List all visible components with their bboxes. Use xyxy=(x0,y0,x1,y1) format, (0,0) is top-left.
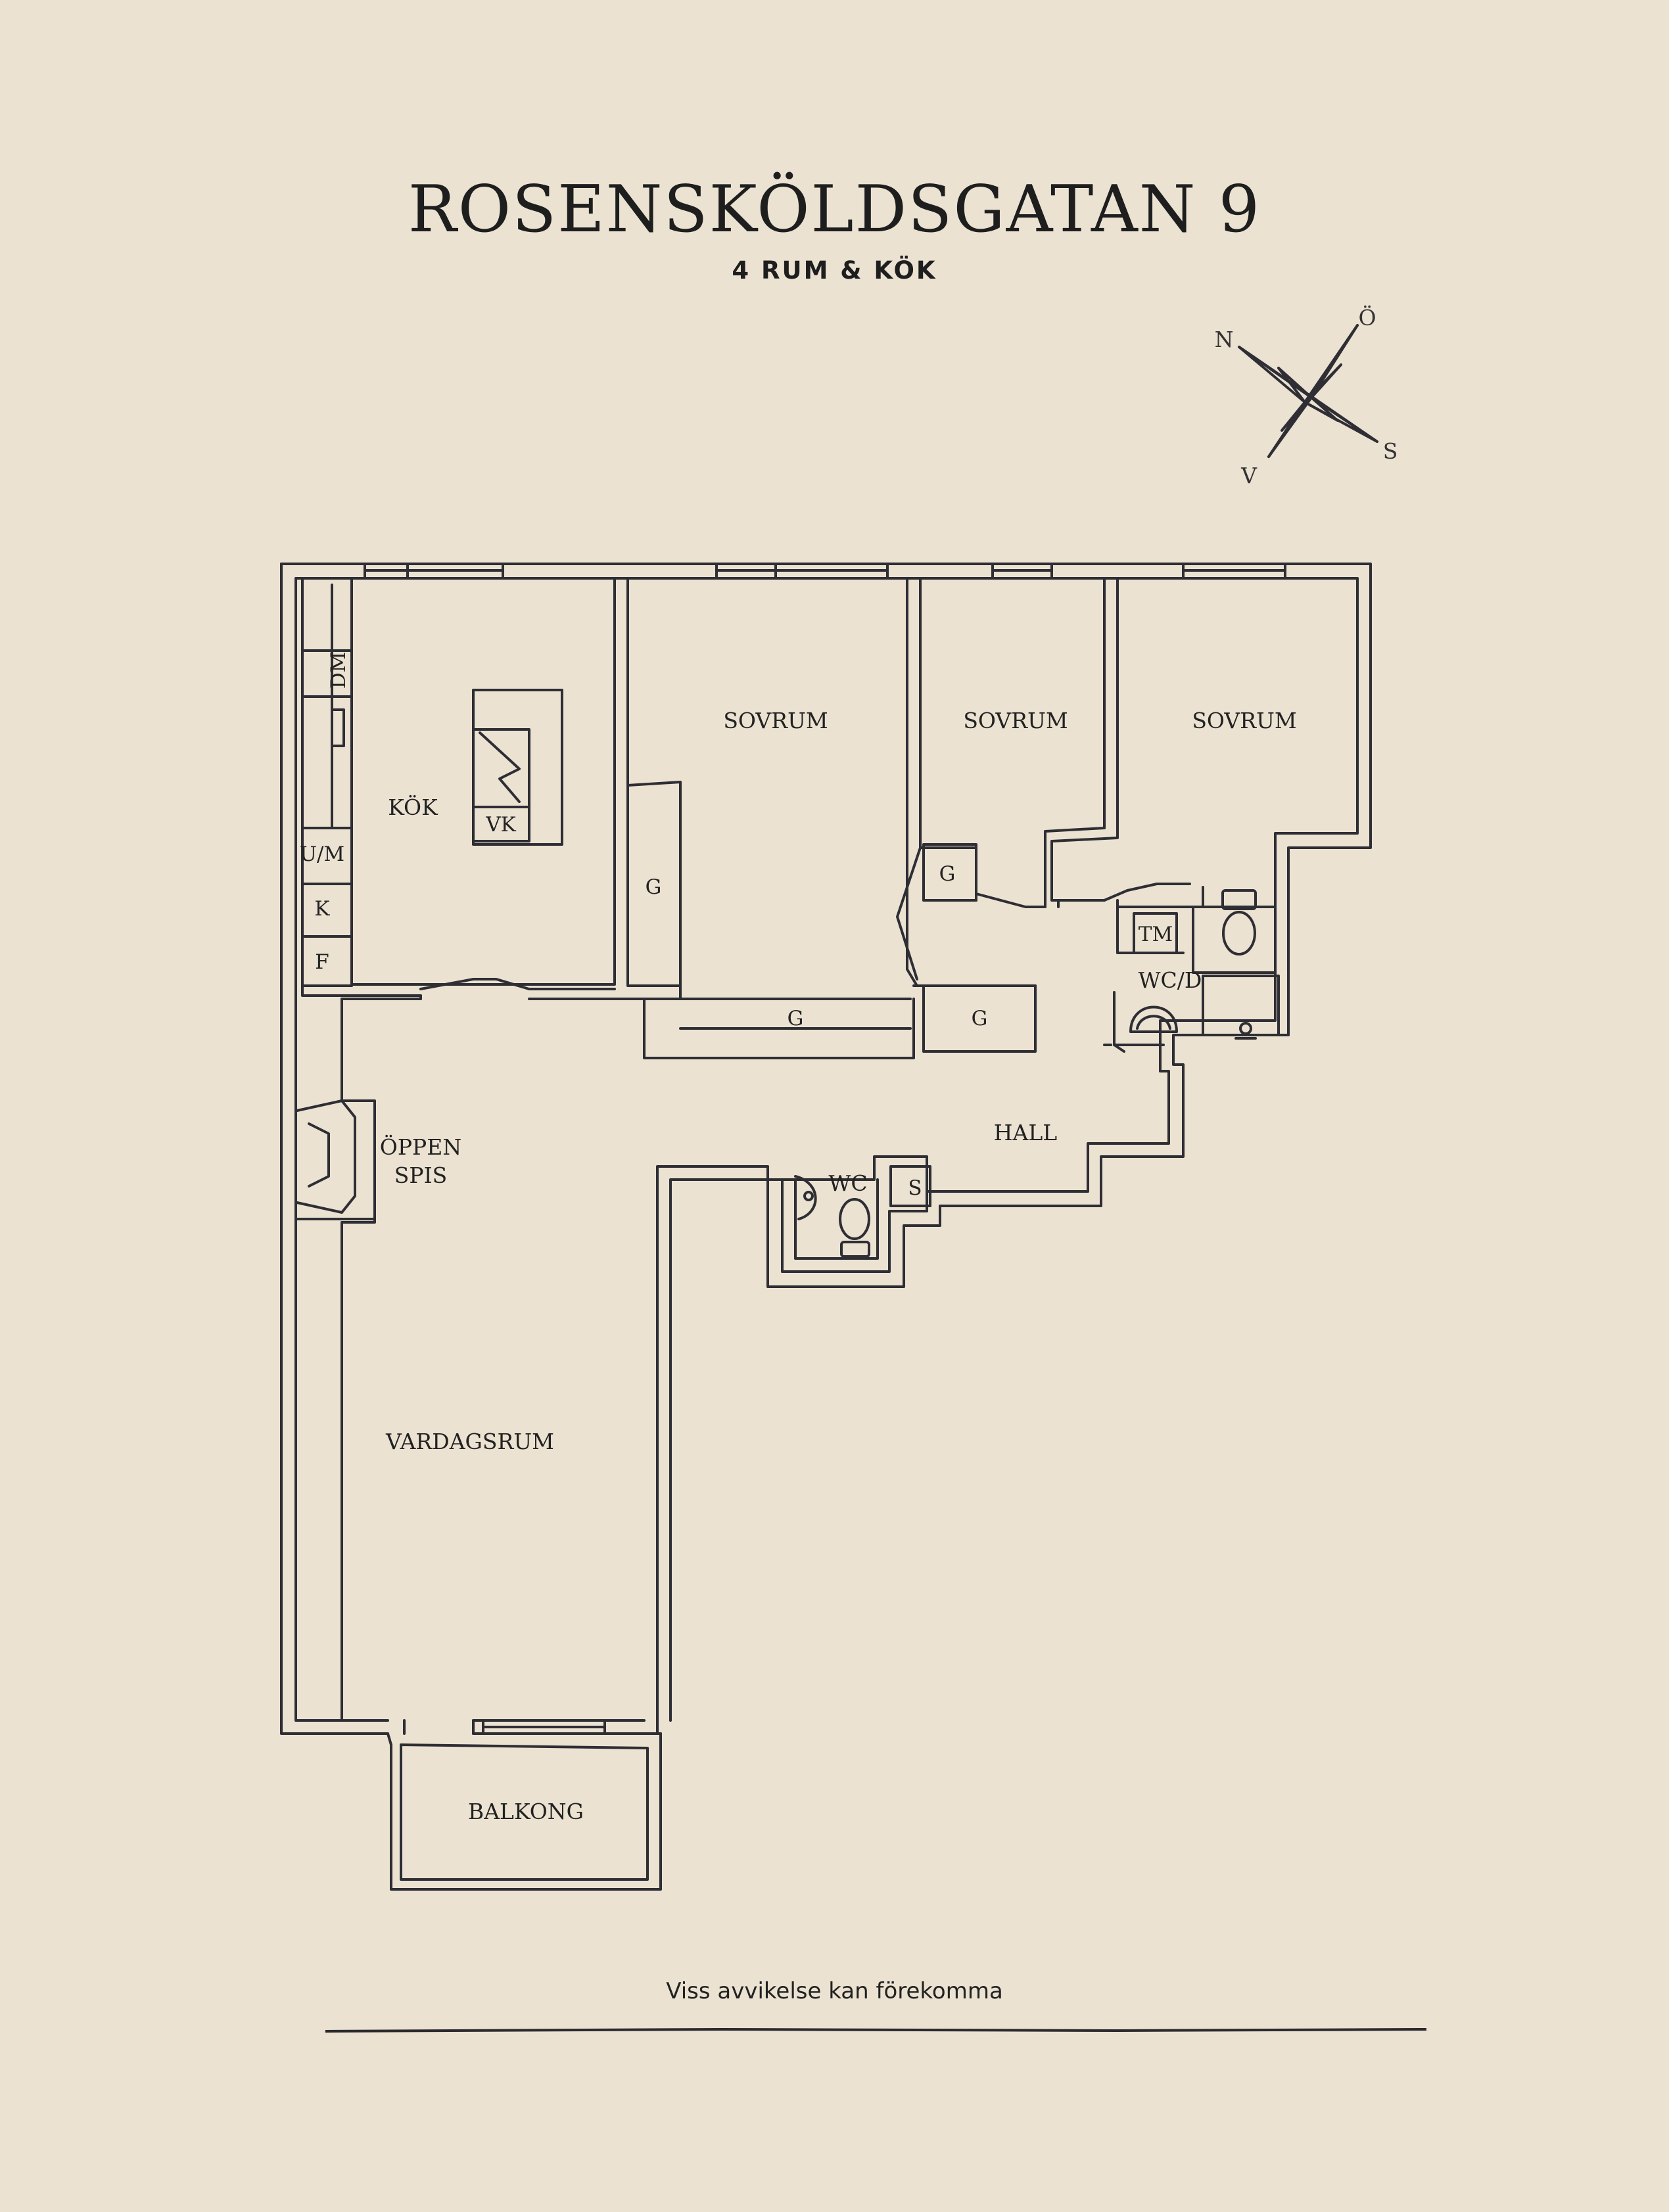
room-label-wc: WC xyxy=(828,1170,867,1196)
room-label-bedroom-3: SOVRUM xyxy=(1192,708,1296,733)
label-k: K xyxy=(314,897,330,921)
label-wardrobe-4: G xyxy=(972,1007,988,1030)
label-s: S xyxy=(908,1176,922,1200)
label-wardrobe-3: G xyxy=(787,1007,804,1030)
room-label-wcd: WC/D xyxy=(1139,967,1202,993)
page-subtitle: 4 RUM & KÖK xyxy=(732,256,937,285)
label-stove: VK xyxy=(485,813,516,837)
room-label-balcony: BALKONG xyxy=(468,1799,584,1824)
footer-divider xyxy=(325,2027,1427,2033)
label-dishwasher: DM xyxy=(327,652,350,689)
compass-label-v: V xyxy=(1240,463,1258,488)
compass-rose-icon xyxy=(1238,324,1378,458)
room-label-bedroom-1: SOVRUM xyxy=(723,708,828,733)
room-label-bedroom-2: SOVRUM xyxy=(963,708,1068,733)
label-um: U/M xyxy=(300,842,344,866)
room-label-kitchen: KÖK xyxy=(388,794,438,820)
room-label-hall: HALL xyxy=(994,1120,1058,1145)
label-f: F xyxy=(315,950,329,974)
disclaimer-note: Viss avvikelse kan förekomma xyxy=(666,1978,1003,2004)
compass-label-s: S xyxy=(1383,438,1398,464)
label-fireplace-line-1: ÖPPEN xyxy=(380,1134,461,1160)
label-fireplace-line-2: SPIS xyxy=(394,1163,447,1188)
page-title: ROSENSKÖLDSGATAN 9 xyxy=(408,172,1261,247)
label-tm: TM xyxy=(1139,923,1173,946)
room-label-living-room: VARDAGSRUM xyxy=(385,1429,554,1454)
label-wardrobe-2: G xyxy=(939,862,956,886)
label-wardrobe-1: G xyxy=(646,875,662,899)
compass-label-n: N xyxy=(1215,327,1234,352)
compass-label-o: Ö xyxy=(1358,304,1376,331)
